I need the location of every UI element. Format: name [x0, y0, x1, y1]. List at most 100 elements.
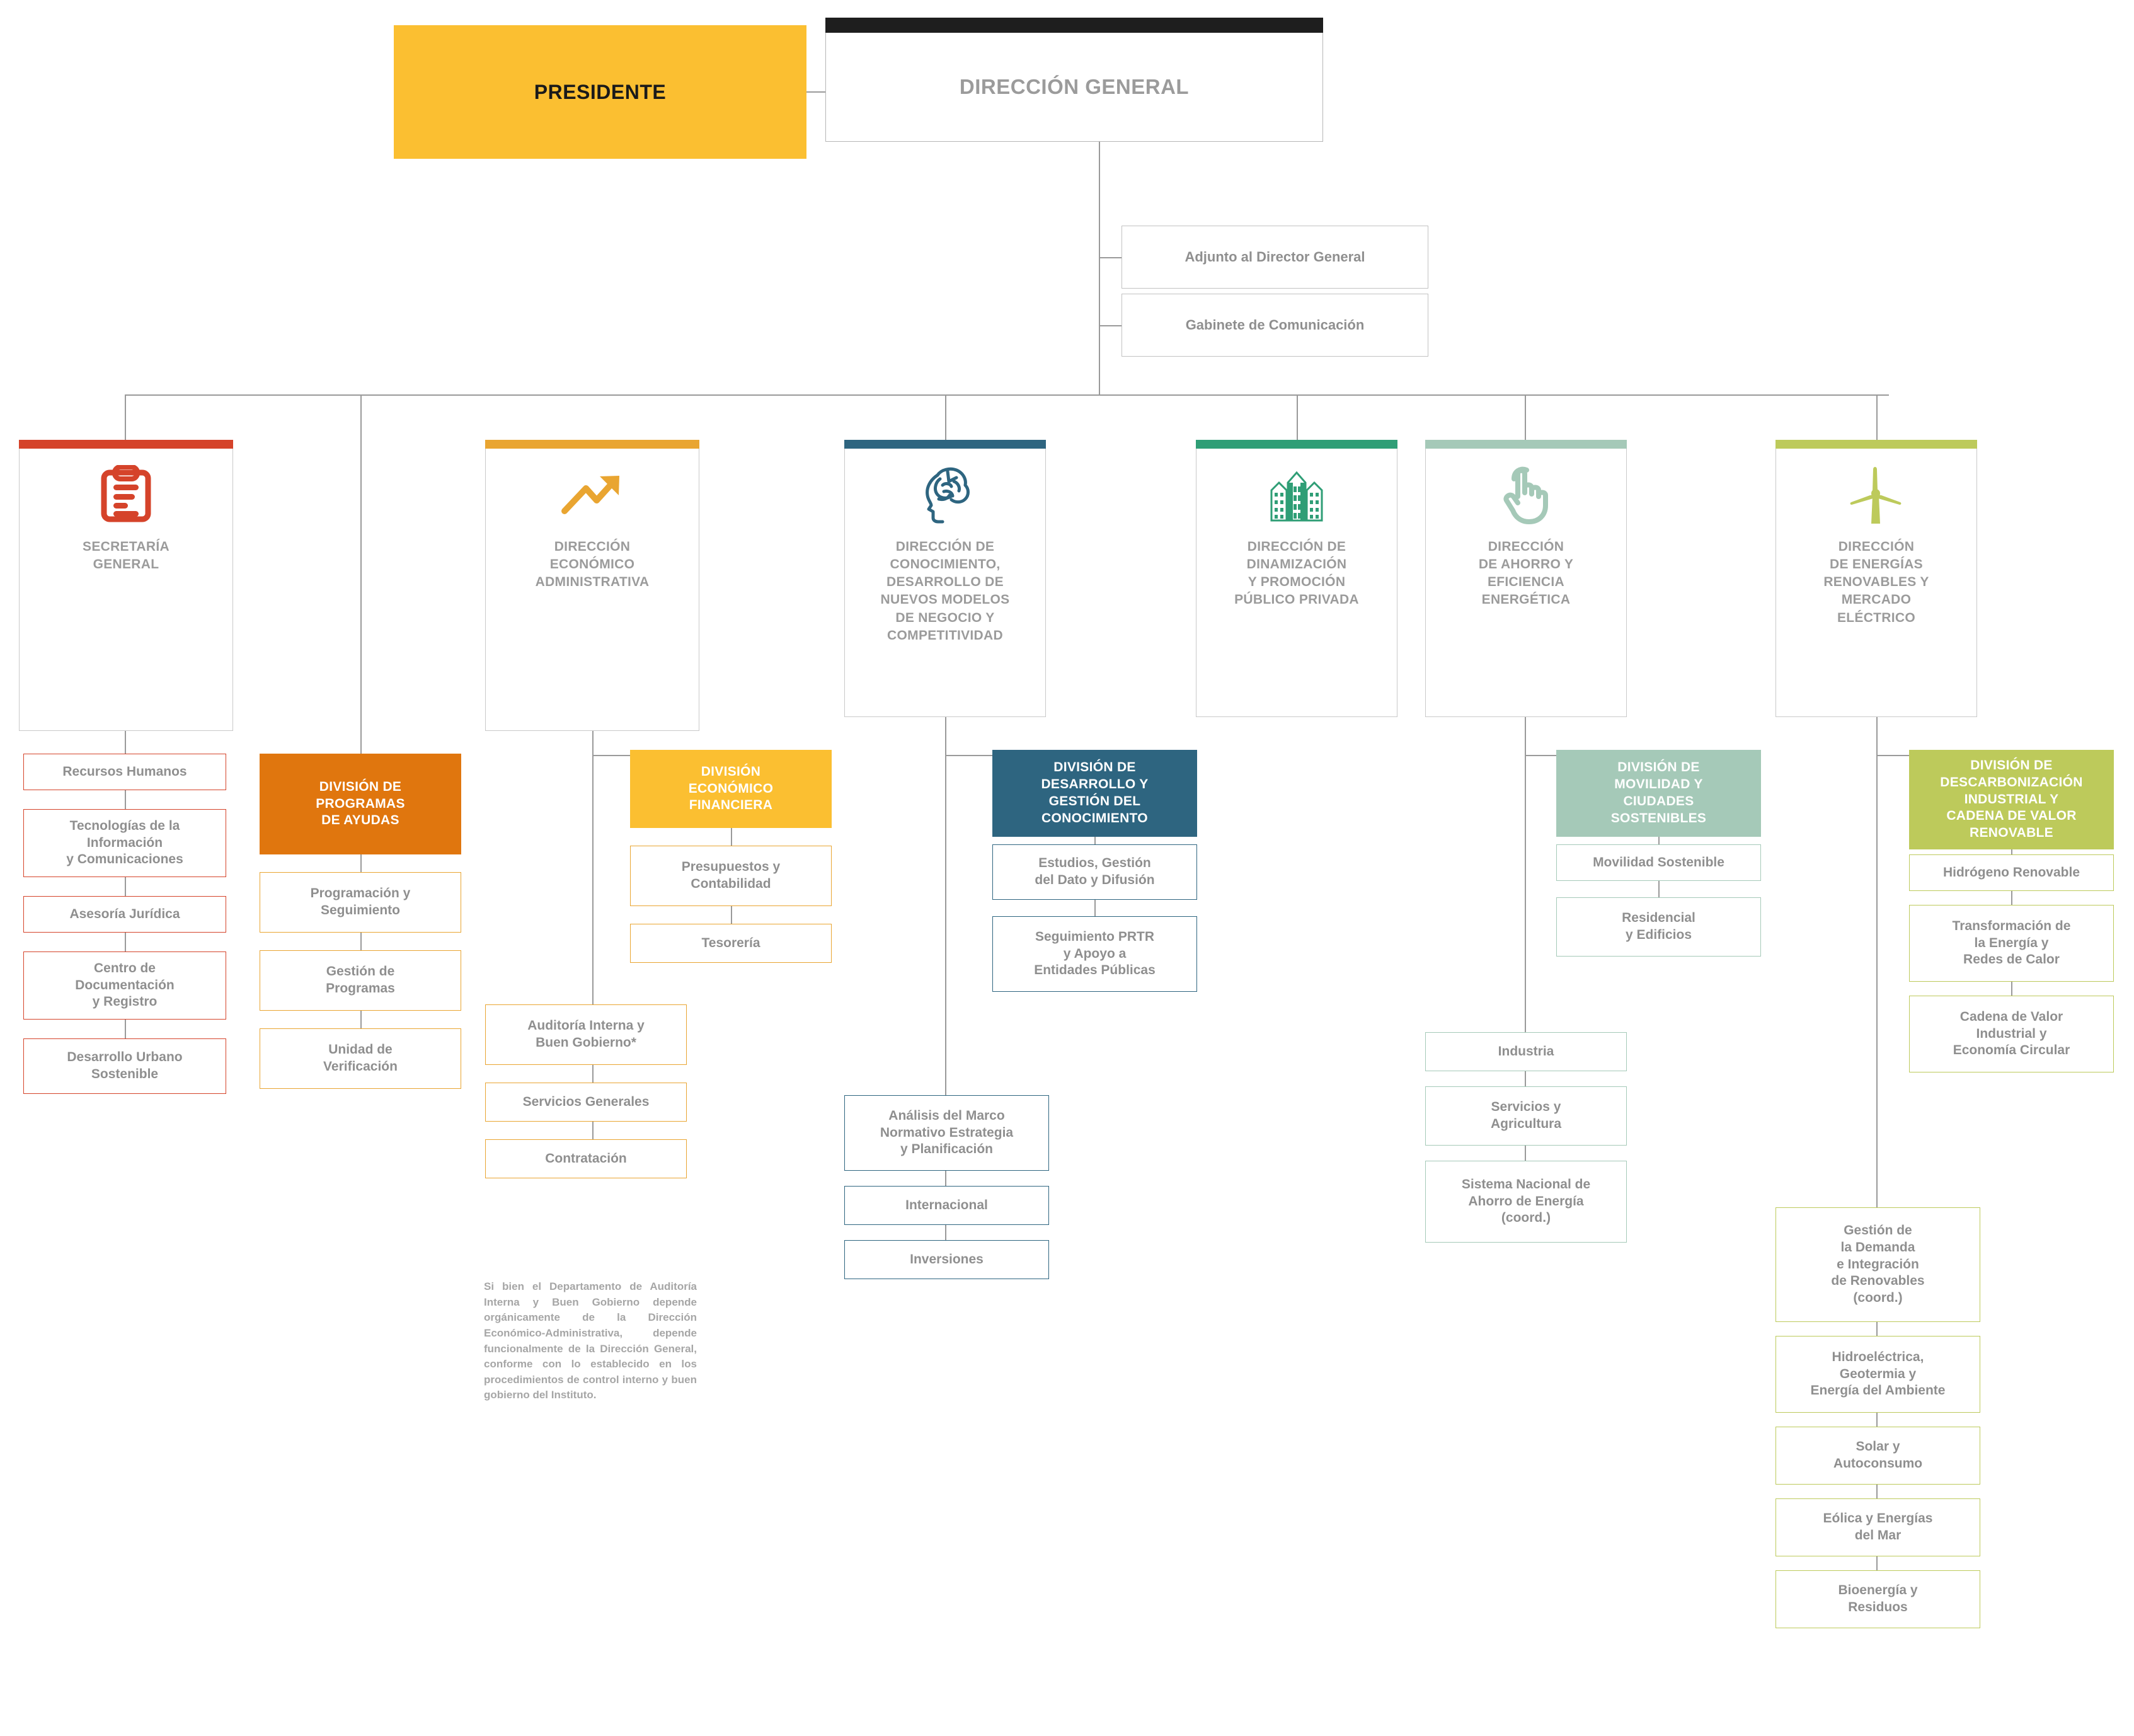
accent-bar — [1775, 440, 1977, 449]
connector-secretaria-leaves-spine — [125, 731, 126, 754]
connector-main-bus — [125, 394, 1889, 396]
staff-box-gabinete[interactable]: Gabinete de Comunicación — [1121, 294, 1428, 357]
staff-box-adjunto[interactable]: Adjunto al Director General — [1121, 226, 1428, 289]
connector-descarbonizacion-leaf-2 — [2011, 891, 2012, 905]
brain-head-icon — [916, 464, 974, 524]
connector-renovables-leaf-4 — [1876, 1485, 1878, 1498]
connector-secretaria-leaf-gap-4 — [125, 1020, 126, 1038]
connector-descarbonizacion-leaf-3 — [2011, 982, 2012, 996]
connector-secretaria-leaf-gap-3 — [125, 933, 126, 951]
connector-ahorro-left-drop — [1525, 755, 1526, 1032]
direccion-general-topbar — [825, 18, 1323, 33]
connector-conocimiento-leaf-2 — [945, 1171, 946, 1186]
connector-conocimiento-left-drop — [945, 755, 946, 1108]
presidente-box[interactable]: PRESIDENTE — [394, 25, 806, 159]
leaf-box[interactable]: Internacional — [844, 1186, 1049, 1225]
connector-programas-leaf-3 — [360, 1011, 362, 1028]
leaf-box[interactable]: Asesoría Jurídica — [23, 896, 226, 933]
connector-renovables-split — [1876, 755, 1914, 756]
leaf-box[interactable]: Tesorería — [630, 924, 832, 963]
connector-bus-drop-dinamizacion — [1297, 394, 1298, 442]
connector-staff-gabinete — [1099, 325, 1121, 326]
connector-desarrollo-leaf-1 — [1094, 837, 1096, 851]
connector-programas-leaf-2 — [360, 933, 362, 950]
connector-renovables-leaf-5 — [1876, 1556, 1878, 1570]
connector-ahorro-leaf-2 — [1525, 1071, 1526, 1086]
leaf-box[interactable]: Servicios Generales — [485, 1083, 687, 1122]
connector-ahorro-leaf-3 — [1525, 1146, 1526, 1161]
connector-secretaria-leaf-gap-1 — [125, 790, 126, 809]
accent-bar — [485, 440, 699, 449]
accent-bar — [1196, 440, 1397, 449]
connector-movilidad-leaf-1 — [1658, 837, 1660, 851]
buildings-icon — [1265, 464, 1328, 524]
connector-renovables-leaf-2 — [1876, 1322, 1878, 1336]
leaf-box[interactable]: Contratación — [485, 1139, 687, 1178]
connector-programas-leaf-1 — [360, 854, 362, 872]
connector-conocimiento-leaf-3 — [945, 1225, 946, 1240]
accent-bar — [844, 440, 1046, 449]
connector-renovables-leaf-3 — [1876, 1413, 1878, 1427]
connector-movilidad-leaf-2 — [1658, 881, 1660, 897]
leaf-box[interactable]: Hidrógeno Renovable — [1909, 854, 2114, 891]
direccion-general-box[interactable]: DIRECCIÓN GENERAL — [825, 18, 1323, 142]
hand-click-icon — [1499, 464, 1553, 524]
connector-econ-admin-leaf-3 — [592, 1122, 594, 1139]
connector-secretaria-leaf-gap-2 — [125, 877, 126, 896]
connector-bus-drop-secretaria — [125, 394, 126, 442]
connector-staff-adjunto — [1099, 257, 1121, 258]
connector-bus-drop-ahorro — [1525, 394, 1526, 442]
connector-bus-drop-economico — [360, 394, 362, 735]
connector-programas-ayudas-drop — [360, 735, 362, 754]
direccion-general-label: DIRECCIÓN GENERAL — [825, 33, 1323, 142]
leaf-box[interactable]: Industria — [1425, 1032, 1627, 1071]
leaf-box[interactable]: Inversiones — [844, 1240, 1049, 1279]
leaf-box[interactable]: Movilidad Sostenible — [1556, 844, 1761, 881]
connector-econ-admin-spine — [592, 731, 594, 756]
wind-turbine-icon — [1848, 464, 1905, 524]
leaf-box[interactable]: Recursos Humanos — [23, 754, 226, 790]
connector-conocimiento-spine — [945, 717, 946, 756]
footnote-auditoria: Si bien el Departamento de Auditoría Int… — [484, 1280, 697, 1401]
connector-econ-fin-leaf-1 — [731, 828, 732, 846]
